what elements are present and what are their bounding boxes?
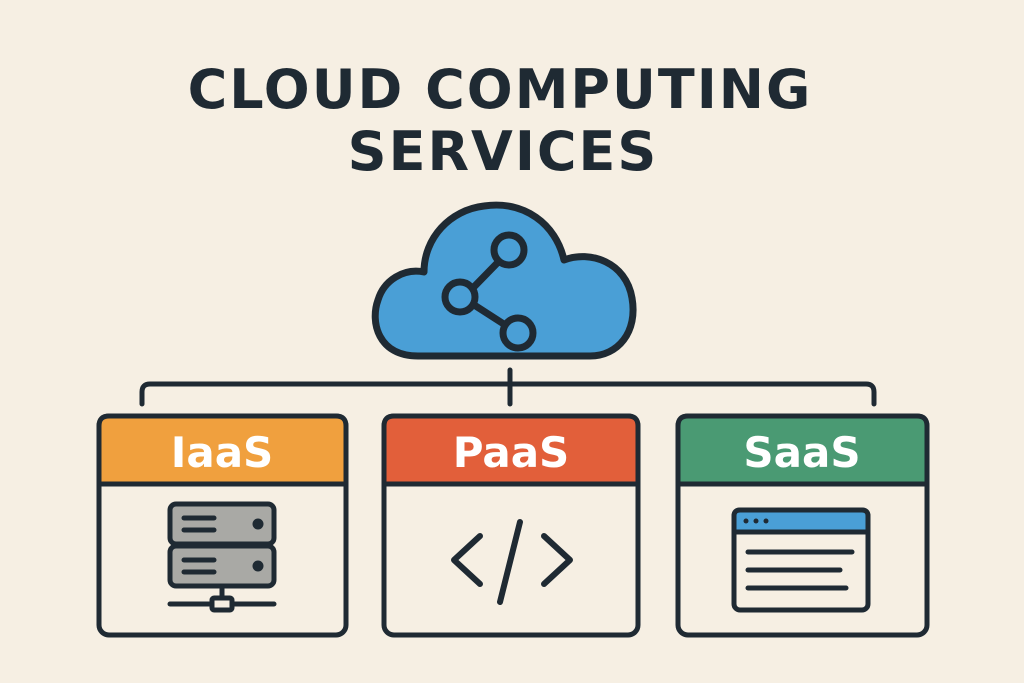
card-label-iaas: IaaS <box>171 428 274 477</box>
service-card-iaas: IaaS <box>96 413 349 638</box>
share-icon <box>441 231 537 352</box>
card-label-saas: SaaS <box>743 428 860 477</box>
server-stack-icon <box>167 501 277 613</box>
cloud-share-icon <box>371 201 637 360</box>
cloud-shape <box>371 201 637 360</box>
card-label-paas: PaaS <box>453 428 570 477</box>
card-header-saas <box>675 413 930 487</box>
page-title-line-2: SERVICES <box>347 120 659 183</box>
page-title-line-1: CLOUD COMPUTING <box>187 58 813 121</box>
connector-lines <box>139 367 877 407</box>
code-brackets-icon <box>451 519 573 605</box>
service-card-paas: PaaS <box>381 413 641 638</box>
card-header-iaas <box>96 413 349 487</box>
card-header-paas <box>381 413 641 487</box>
browser-window-icon <box>731 507 871 613</box>
service-card-saas: SaaS <box>675 413 930 638</box>
